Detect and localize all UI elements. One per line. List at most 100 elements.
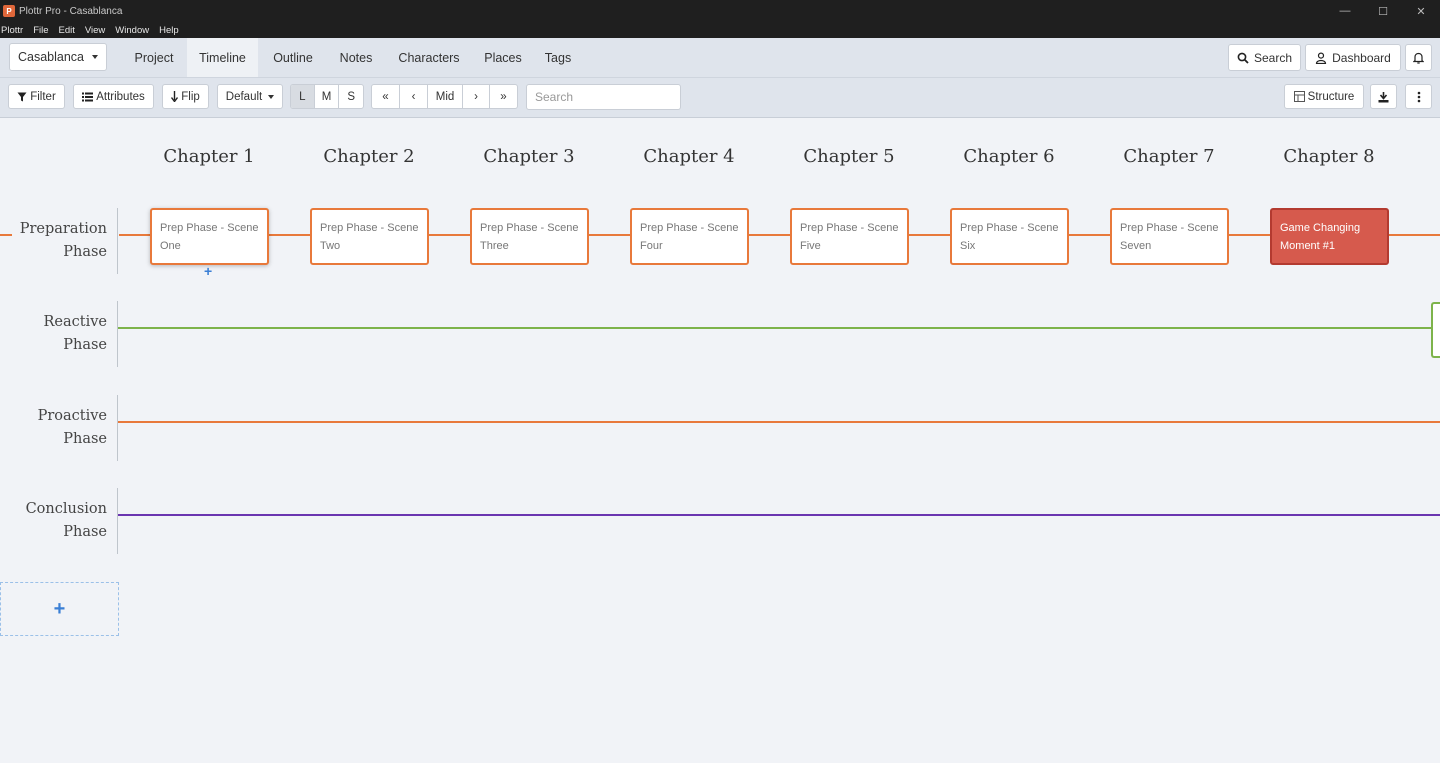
plotline-label-text: Phase	[63, 430, 107, 447]
more-options-button[interactable]	[1405, 84, 1432, 109]
scene-card-title: Moment #1	[1280, 240, 1336, 252]
plotline-label-text: Phase	[63, 523, 107, 540]
flip-button[interactable]: Flip	[162, 84, 209, 109]
notifications-button[interactable]	[1405, 44, 1432, 71]
tab-places[interactable]: Places	[484, 50, 522, 65]
scene-card-title: Prep Phase - Scene	[640, 222, 739, 234]
chapter-header[interactable]: Chapter 3	[483, 146, 575, 167]
project-dropdown[interactable]: Casablanca	[9, 43, 107, 71]
chapter-header[interactable]: Chapter 2	[323, 146, 415, 167]
menu-file[interactable]: File	[33, 24, 49, 36]
dashboard-button[interactable]: Dashboard	[1305, 44, 1401, 71]
flip-button-label: Flip	[181, 90, 200, 103]
scene-card[interactable]: Prep Phase - Scene Seven	[1110, 208, 1229, 265]
scroll-last-button[interactable]: »	[500, 90, 507, 103]
chapter-header[interactable]: Chapter 5	[803, 146, 895, 167]
tab-characters[interactable]: Characters	[398, 50, 460, 65]
search-icon	[1237, 52, 1249, 64]
scene-card[interactable]: Prep Phase - Scene Six	[950, 208, 1069, 265]
timeline-search-input[interactable]	[526, 84, 681, 110]
default-dropdown[interactable]: Default	[217, 84, 283, 109]
close-button[interactable]: ✕	[1416, 5, 1426, 18]
filter-button[interactable]: Filter	[8, 84, 65, 109]
caret-down-icon	[92, 55, 98, 59]
scroll-next-button[interactable]: ›	[463, 85, 490, 108]
scene-card-title: One	[160, 240, 181, 252]
search-button[interactable]: Search	[1228, 44, 1301, 71]
add-plotline-button[interactable]: +	[0, 582, 119, 636]
scene-card-title: Prep Phase - Scene	[160, 222, 259, 234]
scroll-nav-group: « ‹ Mid › »	[371, 84, 518, 109]
chapter-header[interactable]: Chapter 6	[963, 146, 1055, 167]
plotline-label-conclusion[interactable]: Conclusion Phase	[0, 488, 118, 554]
scene-card-highlighted[interactable]: Game Changing Moment #1	[1270, 208, 1389, 265]
chapter-header[interactable]: Chapter 7	[1123, 146, 1215, 167]
plotline-preparation	[119, 234, 1440, 236]
scene-card-title: Two	[320, 240, 341, 252]
scene-card-title: Three	[480, 240, 509, 252]
reactive-edge-card[interactable]	[1431, 302, 1440, 358]
attributes-button[interactable]: Attributes	[73, 84, 154, 109]
tab-notes[interactable]: Notes	[339, 50, 373, 65]
plotline-label-proactive[interactable]: Proactive Phase	[0, 395, 118, 461]
tab-timeline[interactable]: Timeline	[187, 38, 258, 77]
export-icon	[1378, 91, 1389, 102]
plottr-app-icon: P	[3, 5, 15, 17]
plotline-label-text: Proactive	[37, 408, 107, 424]
scene-card[interactable]: Prep Phase - Scene Five	[790, 208, 909, 265]
tab-tags[interactable]: Tags	[544, 50, 572, 65]
attributes-button-label: Attributes	[96, 90, 145, 103]
scene-card-title: Prep Phase - Scene	[1120, 222, 1219, 234]
scene-card[interactable]: Prep Phase - Scene Two	[310, 208, 429, 265]
dashboard-button-label: Dashboard	[1332, 50, 1391, 65]
main-nav: Casablanca Project Timeline Outline Note…	[0, 38, 1440, 78]
filter-icon	[17, 92, 27, 101]
scroll-prev-button[interactable]: ‹	[400, 85, 428, 108]
structure-button[interactable]: Structure	[1284, 84, 1364, 109]
plotline-label-reactive[interactable]: Reactive Phase	[0, 301, 118, 367]
chapter-header[interactable]: Chapter 8	[1283, 146, 1375, 167]
timeline-grid: Chapter 1 Chapter 2 Chapter 3 Chapter 4 …	[0, 118, 1440, 763]
scene-card[interactable]: Prep Phase - Scene Four	[630, 208, 749, 265]
size-medium-button[interactable]: M	[315, 85, 340, 108]
size-small-button[interactable]: S	[347, 90, 355, 103]
scroll-mid-button[interactable]: Mid	[428, 85, 463, 108]
menu-edit[interactable]: Edit	[58, 24, 75, 36]
plotline-label-text: Preparation	[19, 221, 107, 237]
tab-outline[interactable]: Outline	[273, 50, 313, 65]
plotline-label-text: Phase	[63, 336, 107, 353]
plotline-proactive	[118, 421, 1440, 423]
export-button[interactable]	[1370, 84, 1397, 109]
filter-button-label: Filter	[30, 90, 56, 103]
scene-card-title: Prep Phase - Scene	[960, 222, 1059, 234]
maximize-button[interactable]: ☐	[1378, 5, 1388, 18]
menu-help[interactable]: Help	[159, 24, 179, 36]
user-icon	[1316, 51, 1327, 64]
window-title: Plottr Pro - Casablanca	[19, 5, 123, 17]
scroll-first-button[interactable]: «	[372, 85, 400, 108]
scene-card-title: Prep Phase - Scene	[480, 222, 579, 234]
menu-window[interactable]: Window	[115, 24, 150, 36]
structure-button-label: Structure	[1307, 90, 1355, 103]
plotline-label-text: Phase	[63, 243, 107, 260]
chapter-header[interactable]: Chapter 1	[163, 146, 255, 167]
scene-card-title: Six	[960, 240, 976, 252]
scene-card[interactable]: Prep Phase - Scene One	[150, 208, 269, 265]
menu-bar: Plottr File Edit View Window Help	[0, 22, 1440, 38]
minimize-button[interactable]: —	[1339, 5, 1351, 17]
window-controls: — ☐ ✕	[1326, 0, 1440, 22]
plotline-preparation-stub	[0, 234, 12, 236]
add-scene-plus-icon[interactable]: +	[204, 263, 213, 279]
plotline-label-preparation[interactable]: Preparation Phase	[0, 208, 118, 274]
menu-plottr[interactable]: Plottr	[1, 24, 24, 36]
menu-view[interactable]: View	[84, 24, 106, 36]
scene-card[interactable]: Prep Phase - Scene Three	[470, 208, 589, 265]
search-button-label: Search	[1253, 50, 1293, 65]
caret-down-icon	[268, 94, 275, 99]
tab-project[interactable]: Project	[134, 50, 174, 65]
size-large-button[interactable]: L	[291, 85, 315, 108]
scene-card-title: Five	[800, 240, 821, 252]
project-dropdown-label: Casablanca	[17, 50, 84, 64]
chapter-header[interactable]: Chapter 4	[643, 146, 735, 167]
list-icon	[82, 92, 94, 101]
